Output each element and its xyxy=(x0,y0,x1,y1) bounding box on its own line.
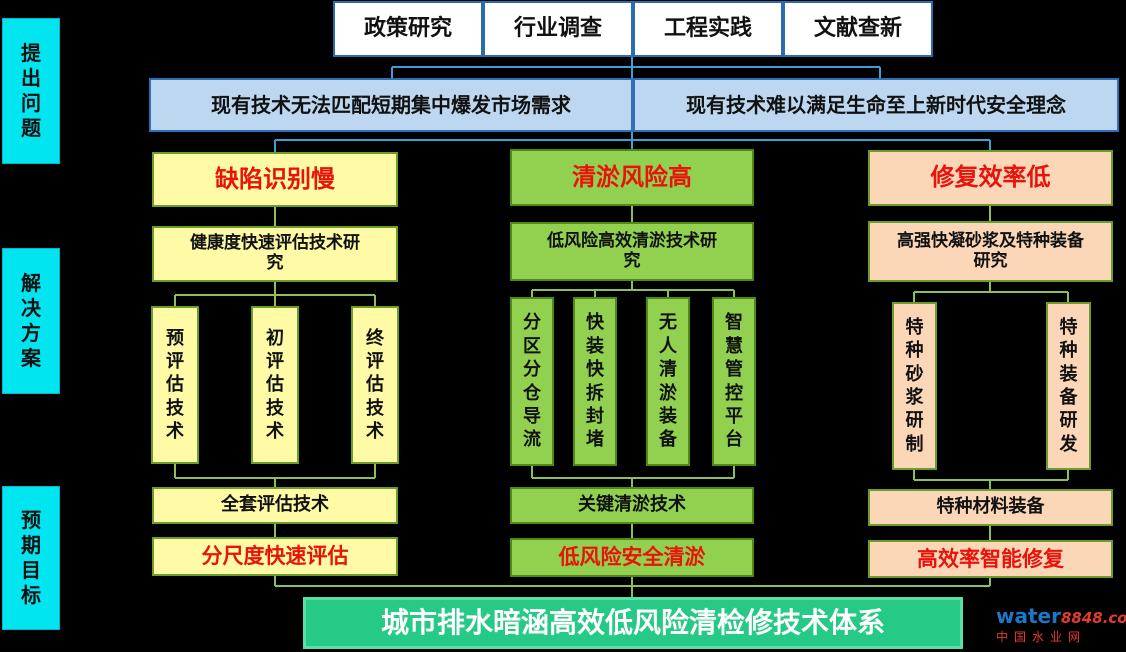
solution-mortar-equipment: 高强快凝砂浆及特种装备研究 xyxy=(868,221,1113,282)
solution-health-assessment: 健康度快速评估技术研究 xyxy=(152,226,398,282)
tech-key-dredging: 关键清淤技术 xyxy=(510,487,754,524)
item-unmanned-equipment: 无人清淤装备 xyxy=(646,297,690,466)
side-label-solution: 解决方案 xyxy=(2,248,60,394)
problem-dredging-risk: 清淤风险高 xyxy=(510,149,754,206)
problem-defect-slow: 缺陷识别慢 xyxy=(152,152,398,207)
watermark-logo: water8848.com 中国水业网 xyxy=(996,604,1126,644)
side-label-goal: 预期目标 xyxy=(2,486,60,630)
item-smart-platform: 智慧管控平台 xyxy=(712,297,756,466)
tech-full-assessment: 全套评估技术 xyxy=(152,487,398,524)
goal-intelligent-repair: 高效率智能修复 xyxy=(868,540,1113,578)
solution-low-risk-dredging: 低风险高效清淤技术研究 xyxy=(510,222,754,281)
item-special-equipment: 特种装备研发 xyxy=(1046,302,1091,470)
source-industry: 行业调查 xyxy=(483,1,633,57)
source-literature: 文献查新 xyxy=(783,1,933,57)
item-special-mortar: 特种砂浆研制 xyxy=(892,302,937,470)
source-policy: 政策研究 xyxy=(333,1,483,57)
problem-repair-inefficient: 修复效率低 xyxy=(868,150,1113,206)
final-technology-system: 城市排水暗涵高效低风险清检修技术体系 xyxy=(303,597,963,649)
item-final-assessment: 终评估技术 xyxy=(351,306,399,464)
item-quick-plugging: 快装快拆封堵 xyxy=(573,297,617,466)
item-pre-assessment: 预评估技术 xyxy=(151,306,199,464)
need-safety: 现有技术难以满足生命至上新时代安全理念 xyxy=(633,78,1119,132)
goal-rapid-assessment: 分尺度快速评估 xyxy=(152,537,398,576)
goal-safe-dredging: 低风险安全清淤 xyxy=(510,538,754,577)
need-market: 现有技术无法匹配短期集中爆发市场需求 xyxy=(149,78,633,132)
side-label-problem: 提出问题 xyxy=(2,18,60,164)
item-zoning-diversion: 分区分仓导流 xyxy=(510,297,554,466)
tech-special-materials: 特种材料装备 xyxy=(868,489,1113,526)
source-engineering: 工程实践 xyxy=(633,1,783,57)
item-initial-assessment: 初评估技术 xyxy=(251,306,299,464)
